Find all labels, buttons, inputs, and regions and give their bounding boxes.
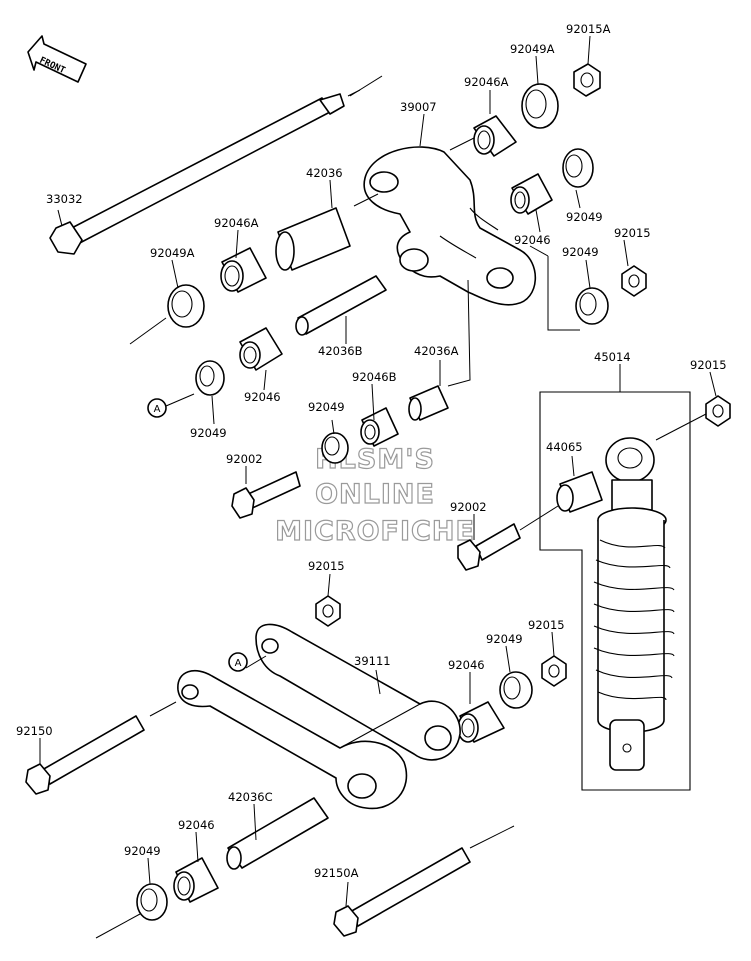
label-44065: 44065 [546, 440, 583, 454]
label-92046-bottom-left: 92046 [178, 818, 215, 832]
front-arrow-icon: FRONT [27, 35, 87, 83]
label-92150A: 92150A [314, 866, 359, 880]
label-92015-bottom: 92015 [528, 618, 565, 632]
seal-92049-bottom [499, 671, 533, 709]
watermark-line-2: ONLINE [315, 479, 435, 510]
collar-44065 [556, 471, 603, 513]
nut-92015-bottom [541, 655, 567, 687]
label-92049-bottom: 92049 [486, 632, 523, 646]
bolt-92150A [95, 825, 515, 939]
nut-92015-shock-top [705, 395, 731, 427]
label-92049-left: 92049 [190, 426, 227, 440]
seal-92049-center [321, 432, 349, 464]
label-92046-bottom: 92046 [448, 658, 485, 672]
nut-92015A [573, 63, 601, 97]
watermark: HLSM'S ONLINE MICROFICHE [274, 443, 475, 547]
label-92049-right-1: 92049 [566, 210, 603, 224]
part-labels: 92015A 92049A 92046A 39007 42036 33032 9… [16, 22, 727, 880]
leader-lines [39, 35, 717, 907]
label-92015-shock: 92015 [690, 358, 727, 372]
label-92002-right: 92002 [450, 500, 487, 514]
label-42036C: 42036C [228, 790, 273, 804]
label-92046B: 92046B [352, 370, 397, 384]
ref-marker-a-center: A [228, 652, 248, 672]
seal-92049A-top [521, 83, 559, 129]
bearing-92046-left [239, 327, 283, 371]
label-92049A-top: 92049A [510, 42, 555, 56]
collar-42036B [295, 275, 387, 336]
bearing-92046-right [510, 173, 553, 215]
label-92150: 92150 [16, 724, 53, 738]
bolt-92150 [25, 701, 177, 795]
nut-92015-right [621, 265, 647, 297]
bearing-92046-bottom [457, 701, 505, 743]
tie-rod [177, 623, 461, 810]
label-92049A-left: 92049A [150, 246, 195, 260]
rocker-arm [363, 146, 537, 306]
label-92002-left: 92002 [226, 452, 263, 466]
ref-marker-a-left-label: A [154, 404, 161, 415]
label-92049-bottom-left: 92049 [124, 844, 161, 858]
shock-absorber [539, 391, 691, 791]
label-92015-right: 92015 [614, 226, 651, 240]
label-45014: 45014 [594, 350, 631, 364]
label-92015-mid: 92015 [308, 559, 345, 573]
seal-92049-right-2 [575, 287, 609, 325]
pivot-shaft [49, 75, 383, 255]
collar-42036C [226, 797, 329, 870]
ref-marker-a-left: A [147, 398, 167, 418]
label-92049-center: 92049 [308, 400, 345, 414]
ref-marker-a-center-label: A [235, 658, 242, 669]
watermark-line-3: MICROFICHE [275, 516, 475, 547]
bolt-92002-right [457, 523, 521, 571]
label-92049-right-2: 92049 [562, 245, 599, 259]
label-39007: 39007 [400, 100, 437, 114]
label-42036B: 42036B [318, 344, 363, 358]
label-39111: 39111 [354, 654, 391, 668]
label-92046A-mid: 92046A [214, 216, 259, 230]
collar-42036A [408, 385, 449, 421]
seal-92049-right-1 [562, 148, 594, 188]
seal-92049-left [195, 360, 225, 396]
label-33032: 33032 [46, 192, 83, 206]
bearing-92046A-mid [220, 247, 267, 293]
label-42036A: 42036A [414, 344, 459, 358]
label-42036: 42036 [306, 166, 343, 180]
seal-92049-bottom-left [136, 883, 168, 921]
label-92015A: 92015A [566, 22, 611, 36]
bearing-92046B [360, 407, 399, 447]
seal-92049A-left [167, 284, 205, 328]
label-92046-right: 92046 [514, 233, 551, 247]
label-92046-left: 92046 [244, 390, 281, 404]
bearing-92046A-top [473, 115, 517, 157]
bolt-92002-left [231, 471, 301, 519]
nut-92015-mid [315, 595, 341, 627]
label-92046A-top: 92046A [464, 75, 509, 89]
collar-42036 [275, 207, 351, 271]
bearing-92046-bottom-left [173, 857, 219, 903]
